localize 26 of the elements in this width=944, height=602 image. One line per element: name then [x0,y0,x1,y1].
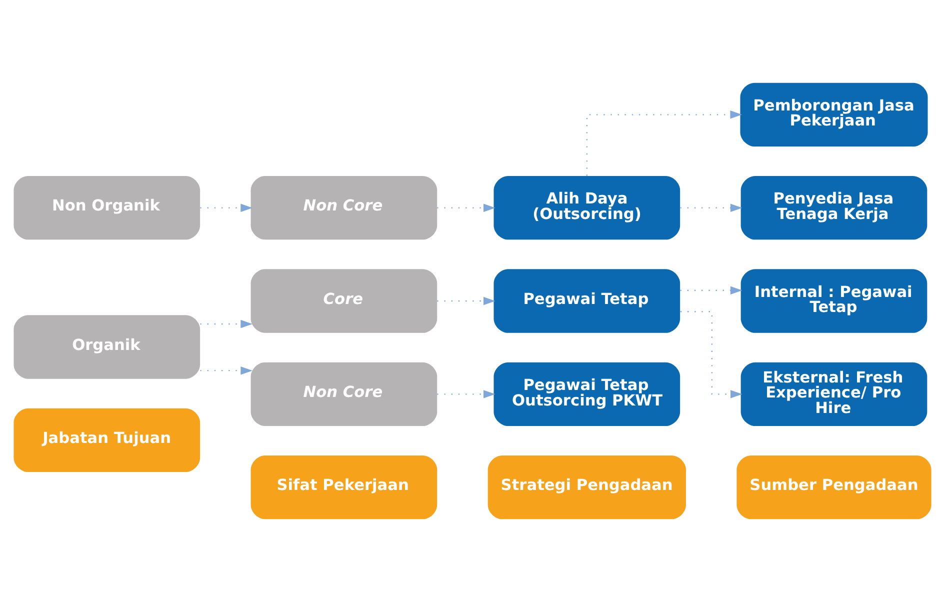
arrow [436,296,495,306]
node-box: Jabatan Tujuan [13,408,200,472]
node-box: Pemborongan Jasa Pekerjaan [740,82,928,146]
arrow [200,204,252,212]
node-box: Core [250,269,437,333]
arrow [436,390,495,398]
arrow [586,110,742,176]
node-box: Alih Daya (Outsorcing) [493,176,680,240]
node-box: Pegawai Tetap Outsorcing PKWT [493,362,680,426]
arrow [436,204,495,212]
node-box: Penyedia Jasa Tenaga Kerja [740,176,927,240]
node-box: Strategi Pengadaan [487,456,686,520]
arrow [680,204,742,212]
node-box: Sumber Pengadaan [736,456,931,520]
arrow [200,366,252,375]
node-box: Eksternal: Fresh Experience/ Pro Hire [740,362,927,426]
arrow [680,286,742,295]
node-box: Internal : Pegawai Tetap [740,269,927,333]
node-box: Non Core [250,176,437,240]
arrow [680,311,742,398]
node-box: Pegawai Tetap [493,269,680,333]
node-box: Non Core [250,362,437,426]
node-box: Sifat Pekerjaan [250,456,437,520]
arrow [200,320,252,328]
node-box: Organik [13,315,200,379]
node-box: Non Organik [13,176,200,240]
